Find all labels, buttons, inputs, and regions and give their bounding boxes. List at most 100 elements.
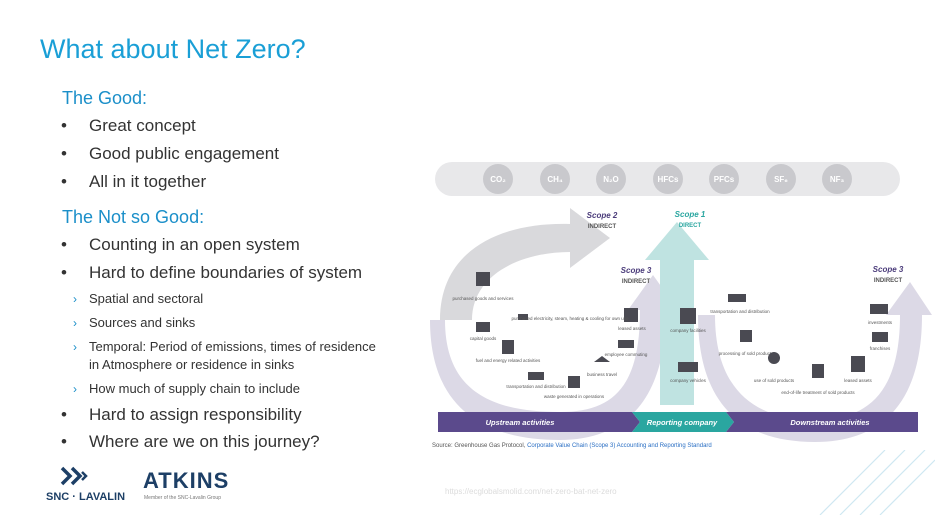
upstream-items: purchased goods and services capital goo… (452, 272, 648, 399)
item-label: franchises (870, 346, 891, 351)
gas-label: NF₃ (830, 175, 845, 184)
item-label: capital goods (470, 336, 497, 341)
shop-icon (872, 332, 888, 342)
gas-label: N₂O (603, 175, 619, 184)
bullet-text: Great concept (89, 116, 196, 135)
notgood-heading: The Not so Good: (62, 207, 205, 227)
scope3-right-title: Scope 3 (873, 265, 904, 274)
company-vehicle-icon (678, 362, 698, 372)
item-label: use of sold products (754, 378, 795, 383)
reporting-company-bar (632, 412, 734, 432)
sub-text: Temporal: Period of emissions, times of … (89, 339, 376, 354)
gas-label: CO₂ (490, 175, 506, 184)
item-label: transportation and distribution (506, 384, 566, 389)
atkins-tagline: Member of the SNC-Lavalin Group (144, 495, 221, 501)
bar-label: Upstream activities (486, 418, 555, 427)
bar-label: Reporting company (647, 418, 718, 427)
gear-icon (740, 330, 752, 342)
scope2-title: Scope 2 (587, 211, 618, 220)
recycle-bin-icon (812, 364, 824, 378)
ship-icon (528, 372, 544, 380)
item-label: investments (868, 320, 893, 325)
train-icon (618, 340, 634, 348)
bullet-glyph: • (61, 432, 67, 451)
bullet-glyph: • (61, 144, 67, 163)
scope3-upstream-arrow (430, 275, 678, 440)
scope2-sub: INDIRECT (588, 224, 617, 230)
item-label: employee commuting (605, 352, 648, 357)
source-url: https://ecglobalsmolid.com/net-zero-bat-… (445, 487, 617, 496)
company-items: company facilities company vehicles (670, 308, 707, 383)
bullet-glyph: • (61, 263, 67, 282)
sub-glyph: › (73, 340, 77, 354)
truck-icon (476, 322, 490, 332)
downstream-activities-bar (726, 412, 918, 432)
building-icon (624, 308, 638, 322)
item-label: purchased electricity, steam, heating & … (512, 316, 629, 321)
item-label: transportation and distribution (710, 309, 770, 314)
sub-text: Spatial and sectoral (89, 291, 204, 306)
building-icon (851, 356, 865, 372)
source-link: Corporate Value Chain (Scope 3) Accounti… (527, 443, 712, 449)
atkins-wordmark: ATKINS (143, 468, 230, 493)
item-label: waste generated in operations (544, 394, 605, 399)
fuel-pump-icon (502, 340, 514, 354)
electric-plug-icon (518, 314, 528, 320)
gas-label: PFCs (714, 175, 735, 184)
bullet-text: Counting in an open system (89, 235, 300, 254)
bullet-glyph: • (61, 235, 67, 254)
scope3-downstream-arrow (698, 282, 932, 442)
bullet-text: Hard to assign responsibility (89, 405, 302, 424)
airplane-icon (594, 356, 610, 362)
company-building-icon (680, 308, 696, 324)
snc-wordmark: SNC · LAVALIN (46, 491, 126, 503)
item-label: company facilities (670, 328, 706, 333)
scope1-sub: DIRECT (679, 223, 702, 229)
scope3-left-title: Scope 3 (621, 266, 652, 275)
snc-chevron-icon (60, 466, 88, 486)
bullet-glyph: • (61, 405, 67, 424)
gas-label: SF₆ (774, 175, 788, 184)
factory-icon (476, 272, 490, 286)
bar-label: Downstream activities (790, 418, 869, 427)
item-label: fuel and energy related activities (476, 358, 541, 363)
lightbulb-icon (768, 352, 780, 364)
downstream-items: transportation and distribution processi… (710, 294, 893, 395)
scope3-left-sub: INDIRECT (622, 279, 651, 285)
scope1-title: Scope 1 (675, 210, 706, 219)
sub-text: How much of supply chain to include (89, 381, 301, 396)
source-prefix: Source: Greenhouse Gas Protocol, (432, 443, 527, 449)
waste-bin-icon (568, 376, 580, 388)
sub-glyph: › (73, 382, 77, 396)
slide-title: What about Net Zero? (40, 34, 306, 64)
item-label: company vehicles (670, 378, 707, 383)
bullet-text: Where are we on this journey? (89, 432, 320, 451)
gas-label: HFCs (658, 175, 679, 184)
bullet-text: All in it together (89, 172, 207, 191)
item-label: processing of sold products (719, 351, 775, 356)
source-text: Source: Greenhouse Gas Protocol, Corpora… (432, 443, 712, 449)
bullet-glyph: • (61, 172, 67, 191)
item-label: purchased goods and services (452, 296, 514, 301)
gas-bubbles: CO₂ CH₄ N₂O HFCs PFCs SF₆ NF₃ (483, 164, 852, 194)
sub-glyph: › (73, 316, 77, 330)
sub-glyph: › (73, 292, 77, 306)
decorative-diagonal-lines (819, 450, 935, 515)
scope3-right-sub: INDIRECT (874, 278, 903, 284)
scope1-arrow (645, 222, 709, 405)
item-label: leased assets (844, 378, 872, 383)
scope2-arrow (440, 208, 610, 320)
item-label: leased assets (618, 326, 646, 331)
sub-text: Sources and sinks (89, 315, 196, 330)
gas-label: CH₄ (547, 175, 563, 184)
ship-icon (728, 294, 746, 302)
item-label: business travel (587, 372, 617, 377)
bullet-text: Good public engagement (89, 144, 279, 163)
item-label: end-of-life treatment of sold products (781, 390, 855, 395)
good-heading: The Good: (62, 88, 148, 108)
bullet-text: Hard to define boundaries of system (89, 263, 363, 282)
cash-icon (870, 304, 888, 314)
ghg-protocol-scopes-diagram: CO₂ CH₄ N₂O HFCs PFCs SF₆ NF₃ Scope 2 IN… (430, 162, 932, 449)
upstream-activities-bar (438, 412, 640, 432)
bullet-glyph: • (61, 116, 67, 135)
